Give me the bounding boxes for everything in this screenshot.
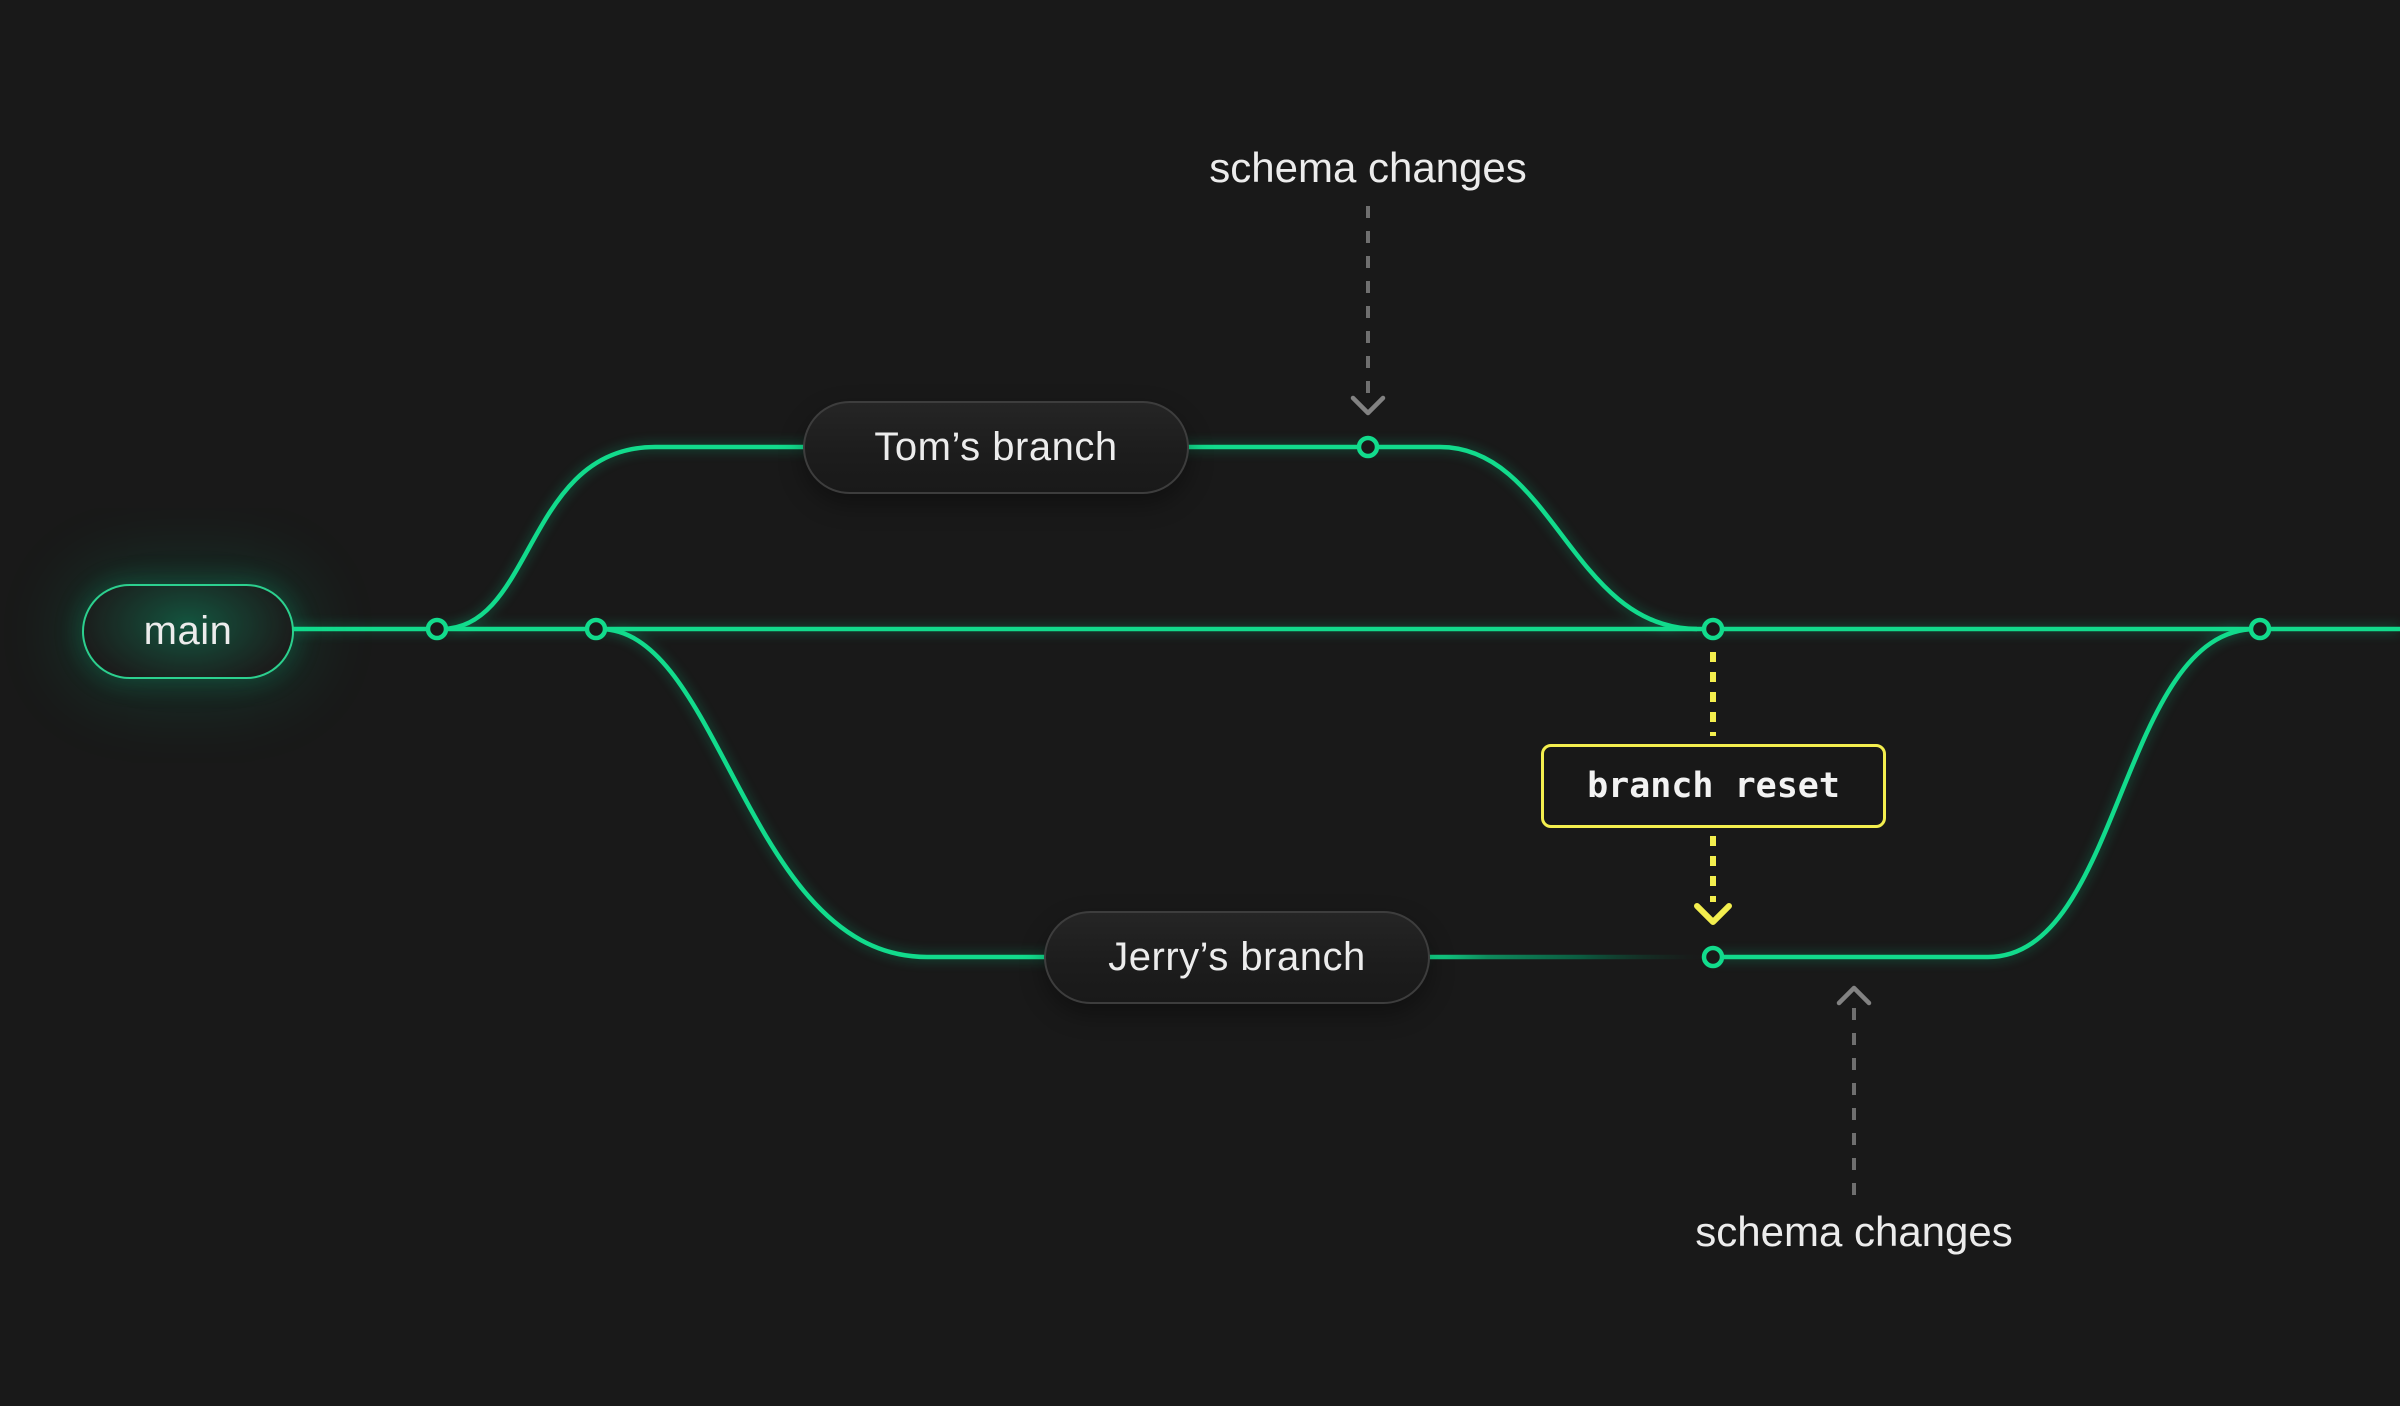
jerry-branch-line-left	[599, 626, 1426, 960]
commit-node-fork-to-jerry	[584, 617, 608, 641]
schema-changes-annotation-top: schema changes	[1209, 144, 1527, 191]
jerry-branch-pill: Jerry’s branch	[1044, 911, 1430, 1004]
commit-node-merge-into-main	[2248, 617, 2272, 641]
schema-changes-annotation-bottom: schema changes	[1695, 1208, 2013, 1255]
arrow-down-icon	[1350, 395, 1386, 416]
main-branch-pill: main	[82, 584, 294, 679]
commit-node-fork-to-tom	[425, 617, 449, 641]
main-branch-label: main	[143, 609, 233, 653]
commit-node-tom-schema-change	[1356, 435, 1380, 459]
tom-branch-pill: Tom’s branch	[803, 401, 1189, 494]
commit-node-main-reset-source	[1701, 617, 1725, 641]
tom-branch-label: Tom’s branch	[874, 425, 1118, 469]
commit-node-jerry-reset-target	[1701, 945, 1725, 969]
branch-reset-label: branch reset	[1587, 766, 1840, 806]
jerry-branch-line-right	[1713, 626, 2257, 960]
arrow-up-icon	[1836, 985, 1872, 1006]
branch-reset-badge: branch reset	[1541, 744, 1886, 828]
arrow-down-yellow-icon	[1694, 903, 1732, 925]
branch-lines	[290, 444, 2400, 960]
jerry-branch-label: Jerry’s branch	[1108, 935, 1366, 979]
